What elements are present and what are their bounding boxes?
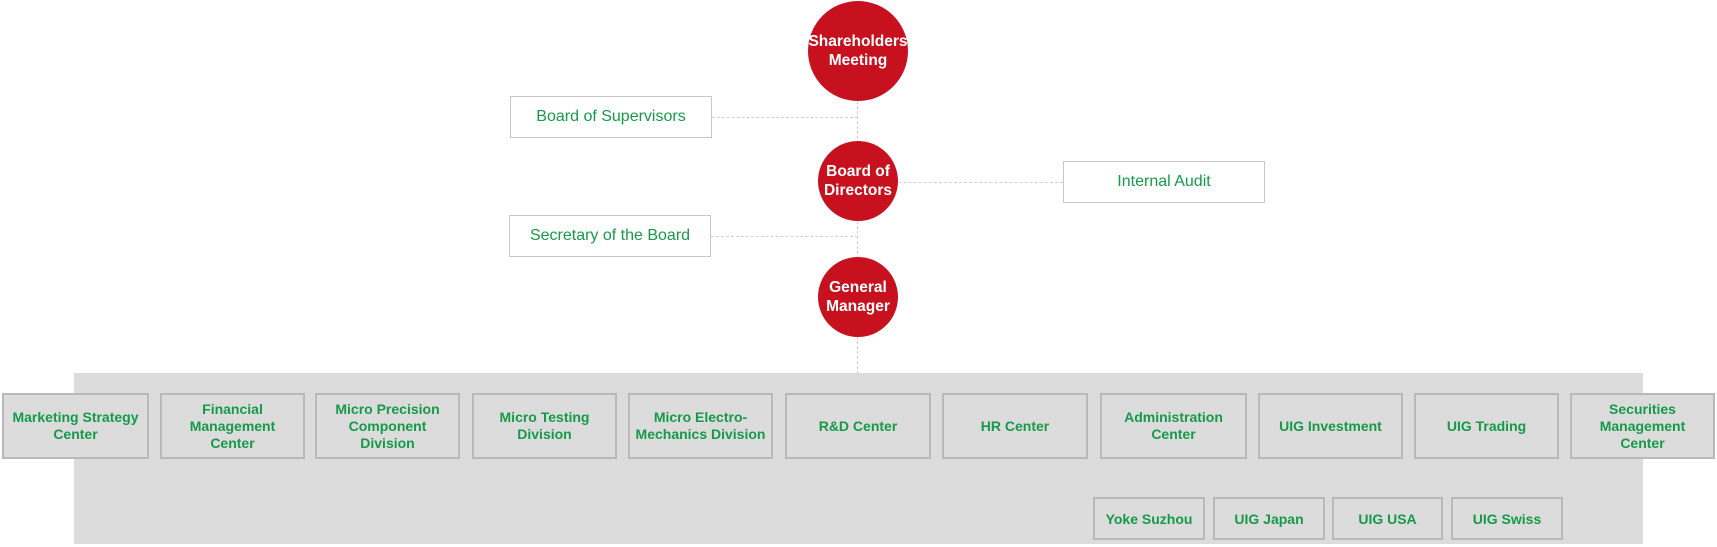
node-micro-testing-division: Micro Testing Division xyxy=(472,393,617,459)
node-hr-center: HR Center xyxy=(942,393,1088,459)
node-label: Board of Supervisors xyxy=(536,108,686,125)
node-label: HR Center xyxy=(980,417,1050,434)
node-label: Yoke Suzhou xyxy=(1105,510,1193,527)
node-label: UIG Japan xyxy=(1234,510,1304,527)
node-label: Micro Electro-Mechanics Division xyxy=(635,409,766,442)
node-micro-electro-mechanics-division: Micro Electro-Mechanics Division xyxy=(628,393,773,459)
node-label: Internal Audit xyxy=(1117,173,1211,190)
node-label: General Manager xyxy=(826,279,890,315)
node-uig-usa: UIG USA xyxy=(1332,497,1443,540)
node-label: UIG Investment xyxy=(1279,417,1382,434)
node-administration-center: Administration Center xyxy=(1100,393,1247,459)
connector-secretary-of-the-board xyxy=(711,236,858,237)
node-internal-audit: Internal Audit xyxy=(1063,161,1265,203)
node-general-manager: General Manager xyxy=(818,257,898,337)
node-label: Secretary of the Board xyxy=(529,227,691,244)
node-board-of-supervisors: Board of Supervisors xyxy=(510,96,712,138)
node-label: Securities Management Center xyxy=(1599,400,1686,451)
node-marketing-strategy-center: Marketing Strategy Center xyxy=(2,393,149,459)
node-uig-swiss: UIG Swiss xyxy=(1451,497,1563,540)
node-label: UIG Swiss xyxy=(1472,510,1542,527)
node-uig-trading: UIG Trading xyxy=(1414,393,1559,459)
node-label: UIG Trading xyxy=(1446,417,1527,434)
node-label: Marketing Strategy Center xyxy=(12,409,139,442)
connector-internal-audit xyxy=(858,182,1063,183)
node-yoke-suzhou: Yoke Suzhou xyxy=(1093,497,1205,540)
node-label: Financial Management Center xyxy=(189,400,276,451)
node-label: Micro Precision Component Division xyxy=(335,400,440,451)
node-label: R&D Center xyxy=(818,417,898,434)
node-label: Administration Center xyxy=(1124,409,1223,442)
connector-board-of-supervisors xyxy=(712,117,858,118)
node-label: Board of Directors xyxy=(823,163,893,199)
node-financial-management-center: Financial Management Center xyxy=(160,393,305,459)
node-board-of-directors: Board of Directors xyxy=(818,141,898,221)
node-label: Shareholders Meeting xyxy=(808,33,908,69)
node-uig-investment: UIG Investment xyxy=(1258,393,1403,459)
node-uig-japan: UIG Japan xyxy=(1213,497,1325,540)
node-label: UIG USA xyxy=(1358,510,1417,527)
node-micro-precision-component-division: Micro Precision Component Division xyxy=(315,393,460,459)
node-securities-management-center: Securities Management Center xyxy=(1570,393,1715,459)
node-label: Micro Testing Division xyxy=(499,409,590,442)
node-rd-center: R&D Center xyxy=(785,393,931,459)
node-shareholders-meeting: Shareholders Meeting xyxy=(808,1,908,101)
node-secretary-of-the-board: Secretary of the Board xyxy=(509,215,711,257)
